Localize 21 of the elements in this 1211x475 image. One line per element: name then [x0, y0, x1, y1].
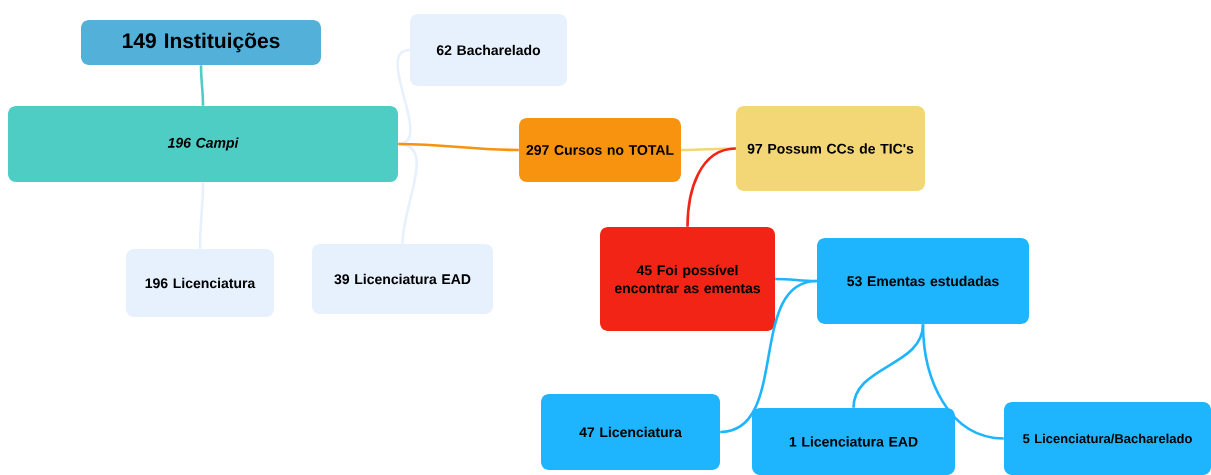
connector-line	[398, 142, 418, 244]
connector-line	[686, 147, 736, 227]
connector-line	[198, 182, 205, 249]
process-box: 196 Campi	[8, 106, 398, 182]
process-box: 45 Foi possível encontrar as ementas	[600, 227, 775, 331]
process-box: 47 Licenciatura	[541, 394, 720, 470]
connector-line	[852, 324, 925, 408]
process-box: 39 Licenciatura EAD	[312, 244, 493, 314]
connector-line	[719, 279, 818, 434]
process-box: 1 Licenciatura EAD	[752, 408, 955, 475]
connector-line	[199, 65, 205, 106]
connector-line	[921, 324, 1004, 440]
process-box: 196 Licenciatura	[126, 249, 274, 317]
process-box: 297 Cursos no TOTAL	[519, 118, 681, 182]
title-box: 149 Instituições	[81, 20, 321, 65]
process-box: 5 Licenciatura/Bacharelado	[1004, 402, 1211, 475]
process-box: 53 Ementas estudadas	[817, 238, 1029, 324]
connector-line	[398, 142, 519, 152]
connector-line	[396, 48, 412, 146]
process-box: 62 Bacharelado	[410, 14, 567, 86]
process-box: 97 Possum CCs de TIC's	[736, 106, 925, 191]
